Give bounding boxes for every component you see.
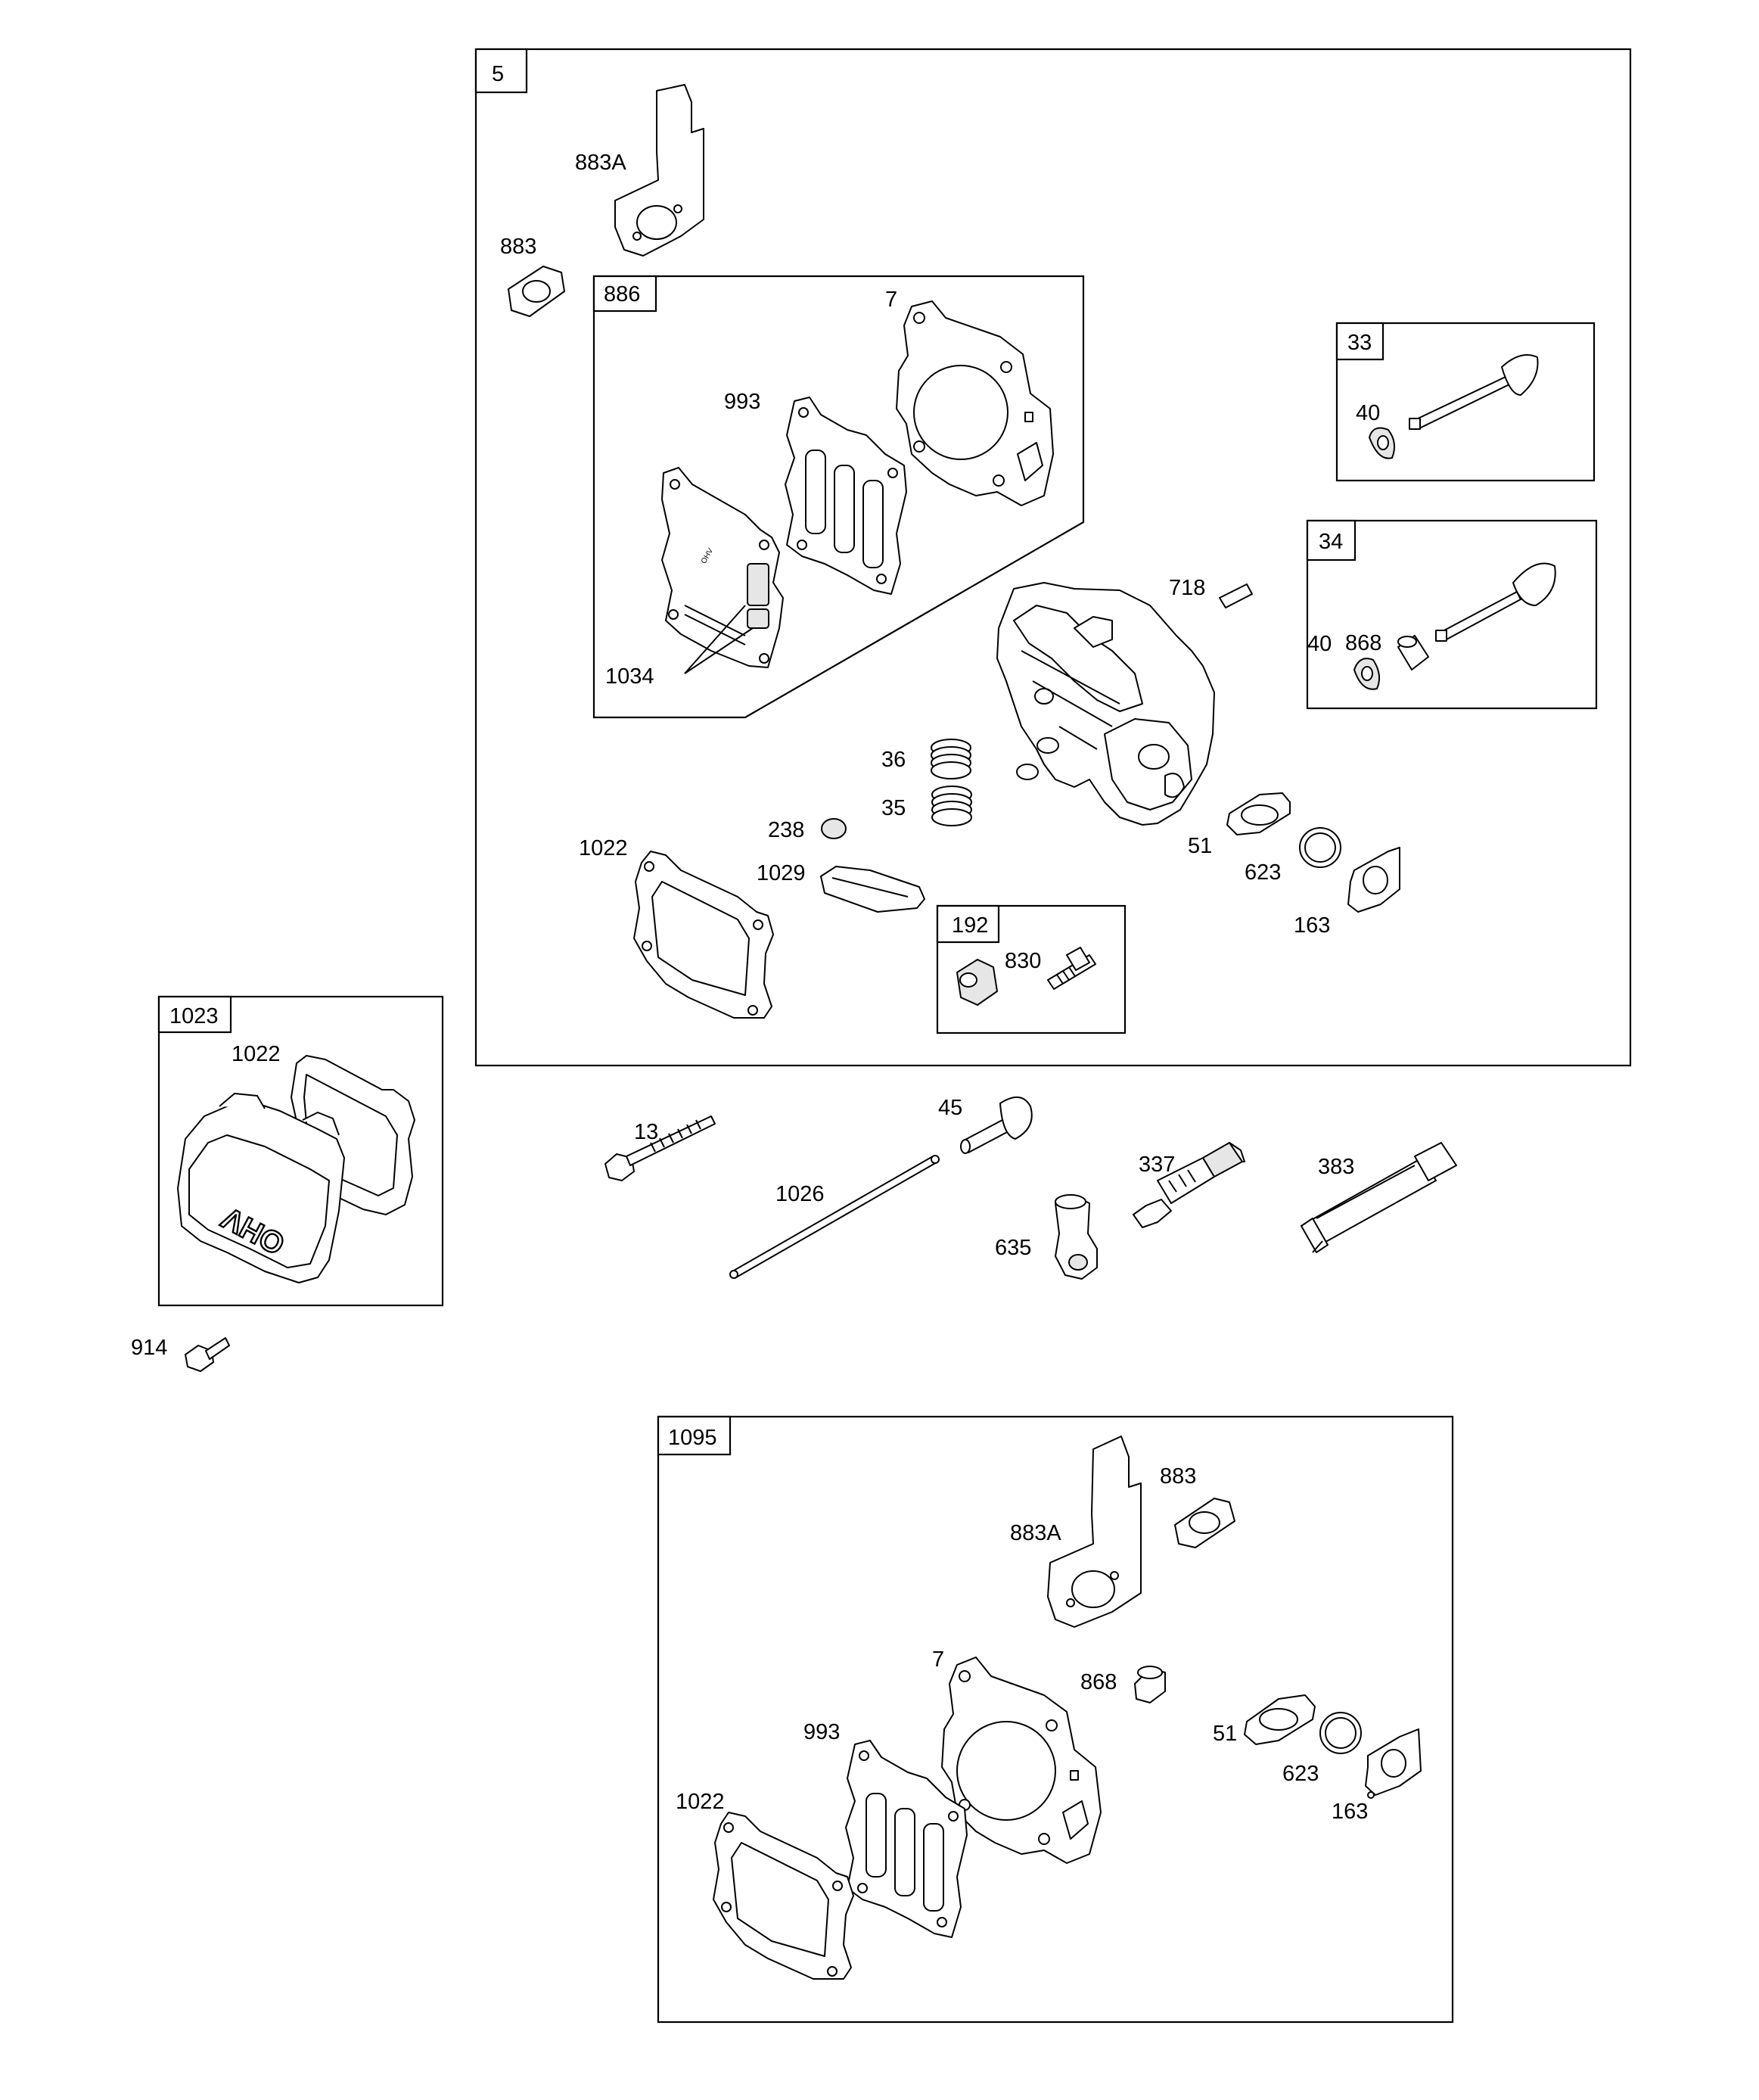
leader-1034-b [684,627,754,674]
group-5-tag: 5 [492,62,504,86]
part-883a-bottom [1047,1436,1142,1628]
part-valve-cover: OHV [177,1093,345,1283]
part-868-bottom [1134,1666,1166,1703]
part-337-sparkplug [1133,1142,1245,1228]
label-45: 45 [938,1096,962,1120]
part-40-keeper-34 [1353,658,1381,690]
label-1022-top: 1022 [579,836,628,860]
label-1026: 1026 [775,1182,825,1206]
group-1023: 1023 [157,995,444,1307]
part-718-pin [1219,583,1253,608]
label-13: 13 [634,1120,658,1144]
part-45-tappet [960,1097,1033,1154]
label-883a-top: 883A [575,151,626,175]
part-623-bottom [1319,1712,1362,1754]
label-883-top: 883 [500,235,536,259]
label-883-bottom: 883 [1160,1464,1196,1489]
group-192: 192 [936,904,1127,1034]
label-7-top: 7 [885,288,897,312]
part-192-nut [956,959,998,1006]
label-1029: 1029 [757,861,806,885]
part-exhaust-valve-33 [1409,354,1539,430]
part-383-tool [1301,1142,1457,1253]
part-cylinder-head [996,582,1215,826]
part-163-top [1347,847,1400,913]
part-623-top [1299,827,1341,868]
part-7-top [896,300,1054,506]
part-7-bottom [941,1657,1102,1864]
part-1022-bottom [713,1812,854,1980]
label-383: 383 [1318,1155,1354,1179]
label-635: 635 [995,1236,1031,1260]
label-163-top: 163 [1294,913,1330,938]
label-51-top: 51 [1188,834,1212,858]
part-883a-top [614,84,704,257]
label-337: 337 [1139,1153,1175,1177]
part-883-bottom [1174,1498,1235,1548]
part-993-bottom [845,1740,968,1938]
label-830: 830 [1005,949,1041,973]
label-1034: 1034 [605,664,654,689]
label-35: 35 [881,796,906,820]
part-51-top [1226,792,1291,835]
part-1029-rocker [820,866,925,913]
label-1022-bottom: 1022 [676,1790,725,1814]
label-993-top: 993 [724,390,760,414]
part-635-boot [1055,1194,1098,1280]
part-914-screw [185,1337,230,1372]
label-36: 36 [881,748,906,772]
group-886-tag: 886 [604,282,640,306]
label-914: 914 [131,1336,167,1360]
part-1034-plate: OHV [661,467,784,668]
label-623-bottom: 623 [1282,1762,1319,1786]
part-intake-valve-34 [1435,562,1556,642]
part-868-seal-34 [1397,635,1429,670]
group-1023-tag: 1023 [169,1004,219,1028]
label-40-33: 40 [1356,401,1380,425]
leader-1034-a [684,605,746,674]
part-1022-top [633,851,774,1019]
label-1022-1023: 1022 [232,1042,281,1066]
part-883-top [508,266,565,317]
label-163-bottom: 163 [1332,1800,1368,1824]
part-51-bottom [1244,1694,1316,1745]
label-868-34: 868 [1345,631,1381,655]
label-7-bottom: 7 [932,1647,944,1672]
label-238: 238 [768,818,804,842]
label-868-bottom: 868 [1080,1670,1117,1694]
part-993-top [785,397,907,595]
part-35-spring [931,786,972,826]
group-1095-tag: 1095 [668,1426,717,1450]
part-13-bolt [604,1115,716,1181]
label-993-bottom: 993 [803,1720,840,1744]
group-886: 886 [592,275,1085,719]
part-830-stud [1047,947,1096,990]
group-192-tag: 192 [952,913,988,938]
label-40-34: 40 [1307,632,1332,656]
label-883a-bottom: 883A [1010,1521,1061,1545]
part-36-spring [931,739,971,779]
group-1095: 1095 [657,1415,1454,2024]
part-1026-pushrod [729,1155,940,1279]
group-33-tag: 33 [1347,331,1372,355]
group-34-tag: 34 [1319,530,1343,554]
label-718: 718 [1169,576,1205,600]
group-33: 33 [1335,322,1596,482]
group-5: 5 [474,48,1632,1067]
part-238-cap [821,818,847,839]
part-40-keeper-33 [1369,427,1396,459]
part-163-bottom [1365,1728,1422,1799]
label-623-top: 623 [1245,860,1281,885]
group-34: 34 [1306,519,1598,710]
label-51-bottom: 51 [1213,1722,1237,1746]
